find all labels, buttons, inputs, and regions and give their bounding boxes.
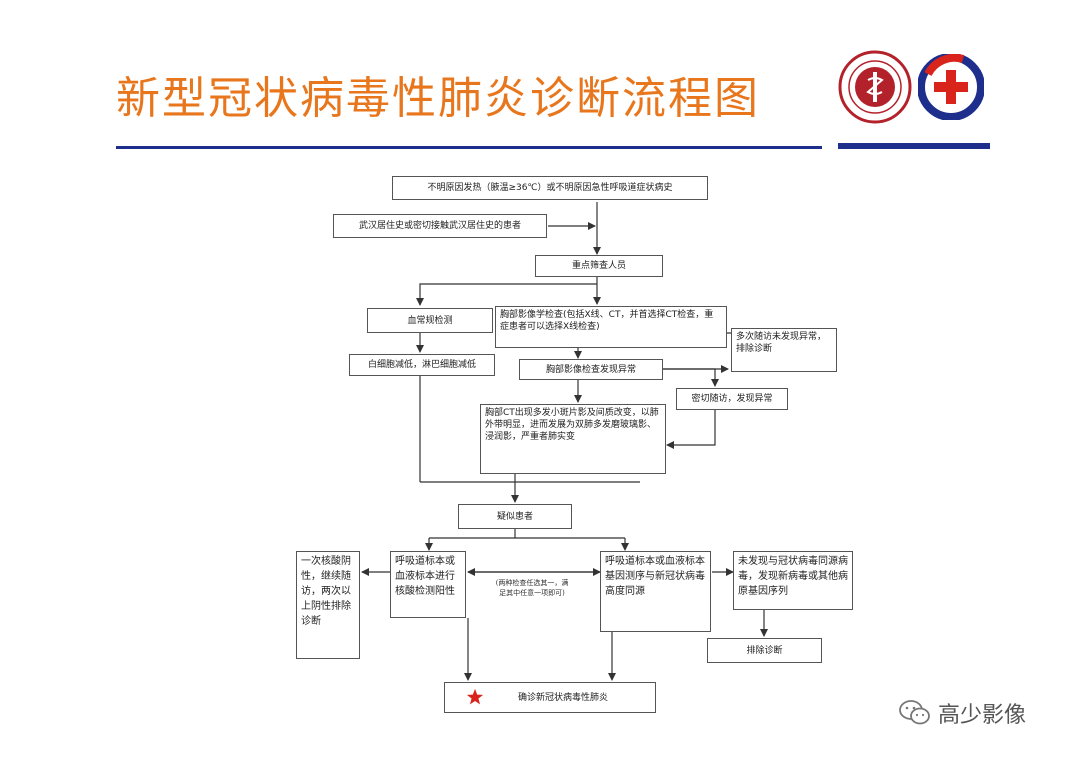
node-other-virus: 未发现与冠状病毒同源病毒，发现新病毒或其他病原基因序列	[733, 551, 853, 610]
node-key-screening: 重点筛查人员	[535, 255, 663, 277]
node-blood-test: 血常规检测	[367, 308, 493, 333]
header-rule-short	[838, 143, 990, 149]
watermark-text: 高少影像	[938, 703, 1027, 728]
node-close-followup: 密切随访，发现异常	[676, 388, 788, 410]
node-imaging-abnormal: 胸部影像检查发现异常	[519, 359, 663, 380]
node-exclude: 排除诊断	[707, 638, 822, 663]
node-history: 武汉居住史或密切接触武汉居住史的患者	[333, 214, 547, 238]
hospital-mark-icon	[918, 54, 984, 120]
wechat-icon	[899, 700, 930, 725]
node-negative: 一次核酸阴性，继续随访，两次以上阴性排除诊断	[296, 551, 360, 659]
page-title: 新型冠状病毒性肺炎诊断流程图	[116, 73, 760, 124]
node-imaging: 胸部影像学检查(包括X线、CT，并首选择CT检查，重症患者可以选择X线检查)	[495, 306, 727, 348]
node-sequencing: 呼吸道标本或血液标本基因测序与新冠状病毒高度同源	[600, 551, 711, 632]
node-wbc-low: 白细胞减低，淋巴细胞减低	[349, 354, 495, 376]
star-icon	[466, 688, 484, 705]
node-pcr-positive: 呼吸道标本或血液标本进行核酸检测阳性	[390, 551, 466, 618]
node-fever: 不明原因发热（腋温≥36℃）或不明原因急性呼吸道症状病史	[392, 176, 708, 200]
university-seal-icon	[838, 50, 912, 124]
note-either: (两种检查任选其一，满足其中任意一项即可)	[495, 579, 569, 597]
node-suspected: 疑似患者	[458, 504, 572, 529]
node-ct-findings: 胸部CT出现多发小斑片影及间质改变，以肺外带明显，进而发展为双肺多发磨玻璃影、浸…	[480, 404, 666, 474]
node-followup-exclude: 多次随访未发现异常，排除诊断	[731, 328, 837, 372]
watermark: 高少影像	[898, 697, 1026, 729]
header-rule-long	[116, 146, 822, 149]
